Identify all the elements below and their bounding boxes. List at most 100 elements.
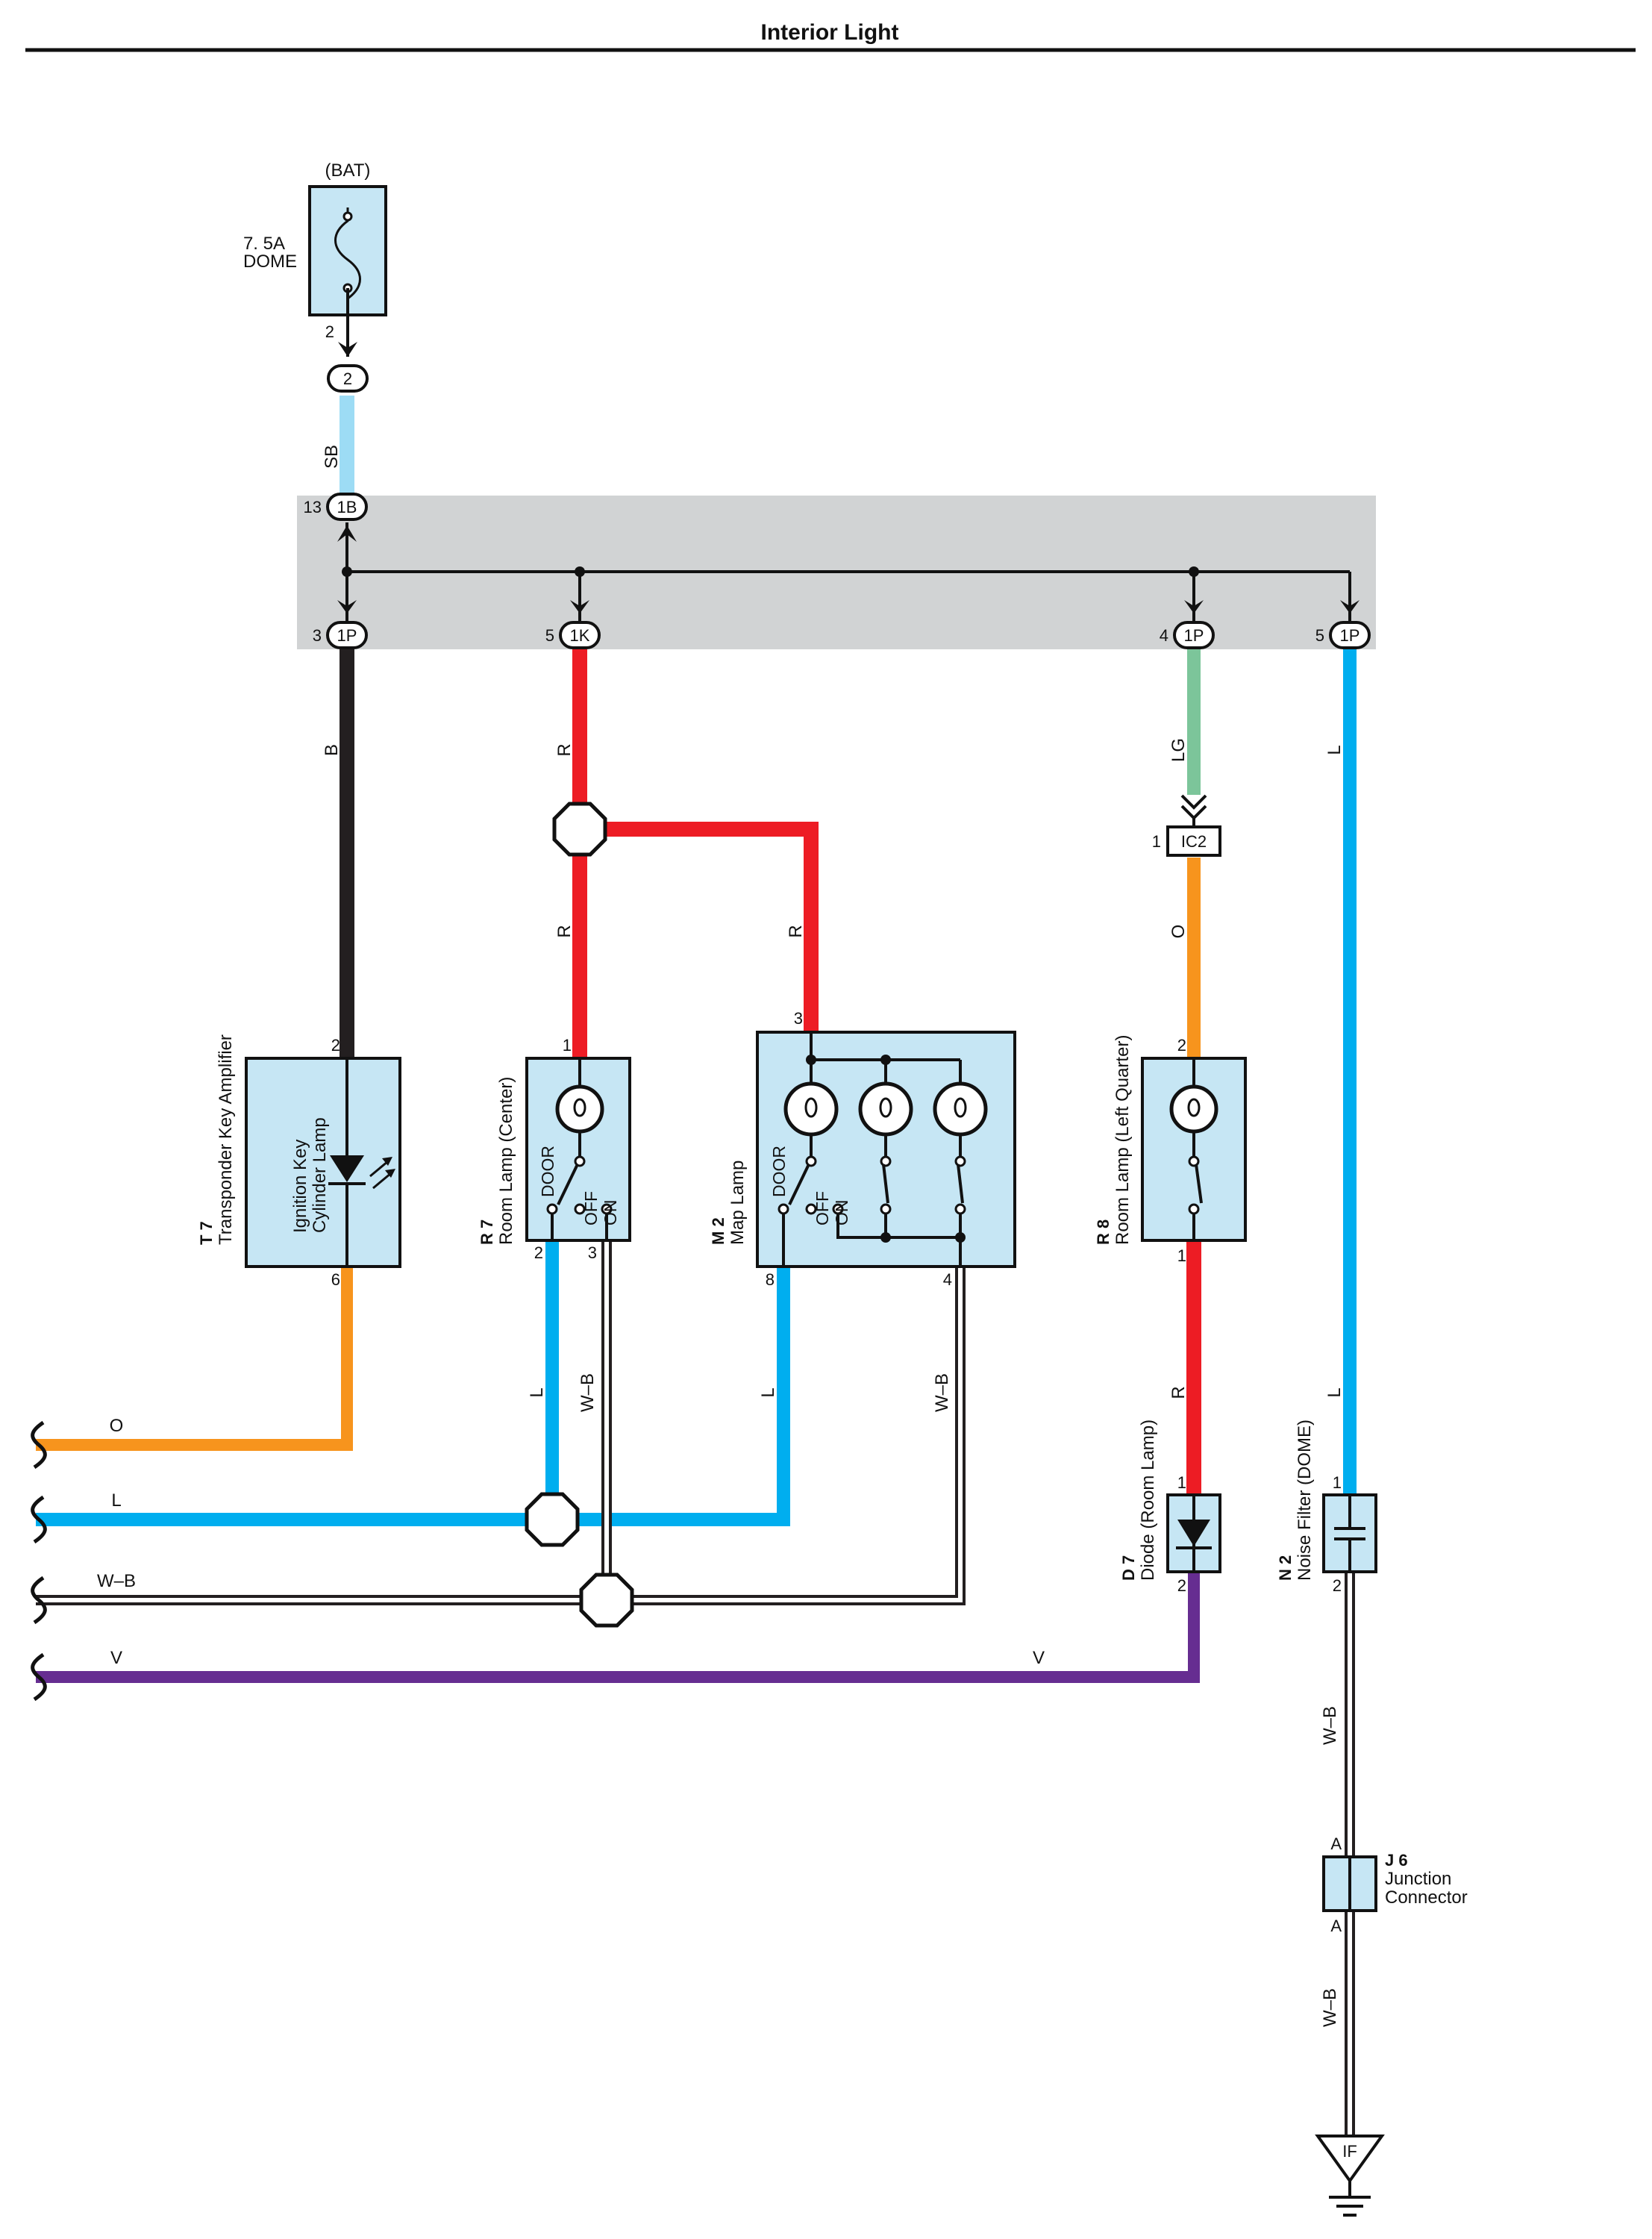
r7-pin-br: 3 bbox=[588, 1243, 597, 1262]
ic2-pin: 1 bbox=[1152, 832, 1161, 851]
label-wb-j6: W–B bbox=[1320, 1988, 1340, 2027]
label-bus-o: O bbox=[110, 1416, 124, 1436]
r7-code: R 7 bbox=[478, 1220, 496, 1245]
wires bbox=[36, 396, 1357, 2136]
fuse-dome: (BAT) 7. 5A DOME 2 2 bbox=[243, 160, 387, 393]
jb-out2-pin: 5 bbox=[545, 626, 554, 645]
n2-name: Noise Filter (DOME) bbox=[1295, 1420, 1315, 1581]
t7-pin-top: 2 bbox=[331, 1036, 340, 1055]
fuse-source: (BAT) bbox=[325, 160, 371, 181]
ground-code: IF bbox=[1342, 2142, 1357, 2161]
connector-1p-4: 1P 4 bbox=[1160, 621, 1215, 649]
m2-sw-on: ON bbox=[832, 1200, 851, 1226]
component-d7: 1 2 D 7 Diode (Room Lamp) bbox=[1119, 1420, 1221, 1595]
label-r-mid: R bbox=[554, 925, 575, 937]
wire-labels: SB B R R R LG O L L W–B L W–B R L W–B W–… bbox=[97, 445, 1345, 2027]
inline-connector-ic2: IC2 1 bbox=[1152, 794, 1221, 857]
r8-pin-top: 2 bbox=[1177, 1036, 1186, 1055]
r7-pin-top: 1 bbox=[563, 1036, 572, 1055]
j6-pin-bottom: A bbox=[1330, 1917, 1342, 1935]
jb-input-connector: 1B bbox=[337, 498, 357, 516]
label-r-map: R bbox=[786, 925, 806, 937]
component-t7: Ignition Key Cylinder Lamp 2 6 T 7 Trans… bbox=[197, 1034, 401, 1289]
label-bus-v2: V bbox=[1033, 1648, 1045, 1668]
m2-pin-bl: 8 bbox=[766, 1270, 775, 1289]
jb-out2-connector: 1K bbox=[570, 626, 590, 645]
connector-1p-5: 1P 5 bbox=[1315, 621, 1371, 649]
jb-out3-pin: 4 bbox=[1160, 626, 1168, 645]
connector-1b: 1B 13 bbox=[304, 493, 368, 521]
m2-pin-br: 4 bbox=[943, 1270, 952, 1289]
d7-pin-top: 1 bbox=[1177, 1473, 1186, 1492]
wire-o-t7 bbox=[36, 1267, 353, 1451]
t7-inner-line1: Ignition Key bbox=[290, 1140, 310, 1233]
wire-wb bbox=[36, 1240, 1355, 2136]
t7-inner-line2: Cylinder Lamp bbox=[310, 1117, 330, 1233]
label-bus-l: L bbox=[111, 1490, 121, 1511]
connector-1p-3: 1P 3 bbox=[313, 621, 368, 649]
label-bus-wb: W–B bbox=[97, 1571, 136, 1591]
label-l-n2: L bbox=[1324, 745, 1345, 755]
label-bus-v: V bbox=[110, 1648, 122, 1668]
cont-mark-o bbox=[31, 1420, 47, 1470]
junction-internal bbox=[337, 522, 1360, 621]
r7-name: Room Lamp (Center) bbox=[496, 1077, 516, 1245]
ic2-name: IC2 bbox=[1181, 832, 1207, 851]
jb-out1-connector: 1P bbox=[337, 626, 357, 645]
r7-pin-bl: 2 bbox=[534, 1243, 543, 1262]
j6-name-line2: Connector bbox=[1385, 1887, 1468, 1908]
r7-sw-off: OFF bbox=[581, 1191, 601, 1225]
m2-sw-door: DOOR bbox=[769, 1146, 789, 1197]
fuse-name: DOME bbox=[243, 252, 297, 272]
label-sb: SB bbox=[322, 445, 342, 469]
t7-name: Transponder Key Amplifier bbox=[216, 1034, 236, 1245]
label-o-r8: O bbox=[1168, 925, 1189, 939]
j6-pin-top: A bbox=[1330, 1834, 1342, 1853]
m2-name: Map Lamp bbox=[728, 1161, 748, 1245]
n2-pin-top: 1 bbox=[1333, 1473, 1342, 1492]
jb-out4-pin: 5 bbox=[1315, 626, 1324, 645]
m2-code: M 2 bbox=[709, 1217, 728, 1245]
label-wb-r7: W–B bbox=[578, 1373, 598, 1412]
label-l-m2: L bbox=[758, 1387, 778, 1397]
r7-sw-on: ON bbox=[601, 1200, 620, 1226]
label-wb-n2: W–B bbox=[1320, 1706, 1340, 1745]
connector-1k-5: 1K 5 bbox=[545, 621, 601, 649]
component-r7: DOOR OFF ON 1 2 3 R 7 Room Lamp (Center) bbox=[478, 1036, 631, 1262]
n2-pin-bottom: 2 bbox=[1333, 1576, 1342, 1595]
jb-input-pin: 13 bbox=[304, 498, 322, 516]
label-r-d7: R bbox=[1168, 1386, 1189, 1399]
label-l-n2b: L bbox=[1324, 1387, 1345, 1397]
label-wb-m2: W–B bbox=[932, 1373, 952, 1412]
fuse-rating: 7. 5A bbox=[243, 234, 285, 254]
r8-name: Room Lamp (Left Quarter) bbox=[1113, 1035, 1133, 1245]
d7-code: D 7 bbox=[1119, 1555, 1138, 1581]
splice-l bbox=[525, 1492, 580, 1547]
r7-sw-door: DOOR bbox=[538, 1146, 557, 1197]
d7-pin-bottom: 2 bbox=[1177, 1576, 1186, 1595]
wire-v bbox=[36, 1572, 1200, 1683]
splice-r bbox=[552, 802, 607, 857]
n2-code: N 2 bbox=[1276, 1555, 1295, 1581]
cont-mark-v bbox=[31, 1652, 47, 1702]
splices bbox=[525, 802, 634, 1628]
r8-pin-bottom: 1 bbox=[1177, 1246, 1186, 1265]
page-title: Interior Light bbox=[761, 20, 899, 45]
cont-mark-wb bbox=[31, 1576, 47, 1625]
ground-if: IF bbox=[1315, 2135, 1385, 2217]
splice-wb bbox=[579, 1573, 634, 1628]
cont-mark-l bbox=[31, 1495, 47, 1544]
jb-out4-connector: 1P bbox=[1340, 626, 1360, 645]
label-r-top: R bbox=[554, 743, 575, 756]
component-n2: 1 2 N 2 Noise Filter (DOME) bbox=[1276, 1420, 1377, 1595]
label-b: B bbox=[322, 744, 342, 756]
jb-out3-connector: 1P bbox=[1184, 626, 1204, 645]
label-lg: LG bbox=[1168, 738, 1189, 762]
m2-pin-top: 3 bbox=[794, 1009, 803, 1028]
j6-code: J 6 bbox=[1385, 1851, 1408, 1870]
component-r8: 2 1 R 8 Room Lamp (Left Quarter) bbox=[1094, 1035, 1247, 1265]
fuse-pin: 2 bbox=[325, 322, 334, 341]
wire-l-m2 bbox=[578, 1267, 790, 1526]
wire-r-map bbox=[606, 822, 819, 1032]
fuse-connector: 2 bbox=[343, 369, 352, 388]
